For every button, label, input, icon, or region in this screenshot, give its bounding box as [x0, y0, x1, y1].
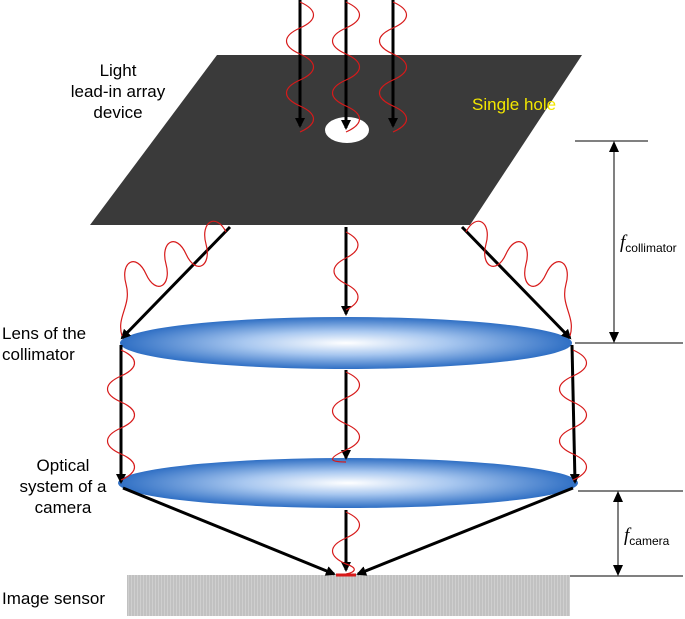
converging-waves	[331, 511, 361, 575]
wave-par-right	[558, 349, 588, 481]
lens-label-line1: Lens of the	[2, 324, 87, 343]
parallel-rays	[116, 344, 580, 484]
optical-label-line2: system of a	[19, 477, 107, 496]
converging-rays	[122, 486, 574, 576]
optical-label-line1: Optical	[36, 456, 90, 475]
wave-par-center	[331, 371, 361, 463]
f-collimator-dimension	[575, 140, 683, 344]
wave-in-left	[285, 1, 315, 133]
diverging-rays	[120, 225, 572, 340]
parallel-waves	[106, 349, 588, 481]
collimator-lens	[120, 317, 572, 369]
wave-div-right	[465, 220, 572, 337]
incoming-waves	[285, 1, 408, 133]
lens-collimator-label: Lens of the collimator	[2, 323, 86, 365]
f-camera-symbol: f	[624, 525, 630, 546]
converging-ray-right	[356, 486, 574, 576]
incoming-rays	[295, 0, 398, 130]
image-sensor-label: Image sensor	[2, 589, 105, 608]
diverging-ray-left	[120, 225, 232, 340]
device-label: Light lead-in array device	[38, 60, 198, 123]
wave-in-center	[331, 1, 361, 133]
diverging-waves	[120, 220, 572, 337]
optical-system-label: Optical system of a camera	[4, 455, 122, 518]
wave-div-left	[120, 220, 227, 337]
f-collimator-label: fcollimator	[620, 232, 677, 259]
camera-lens	[118, 458, 578, 508]
single-hole-label: Single hole	[472, 95, 557, 114]
image-sensor	[127, 575, 570, 616]
f-collimator-subscript: collimator	[625, 241, 677, 255]
f-camera-subscript: camera	[629, 534, 670, 548]
device-label-line3: device	[93, 103, 143, 122]
wave-conv-center	[331, 511, 361, 575]
wave-div-center	[333, 231, 359, 311]
f-collimator-symbol: f	[620, 232, 626, 253]
diverging-ray-right	[460, 225, 572, 340]
lens-label-line2: collimator	[2, 345, 75, 364]
converging-ray-left	[122, 486, 336, 576]
device-label-line1: Light	[99, 61, 137, 80]
device-label-line2: lead-in array	[70, 82, 166, 101]
f-camera-dimension	[570, 490, 683, 577]
parallel-ray-right	[569, 344, 580, 484]
wave-par-left	[106, 349, 136, 481]
f-camera-label: fcamera	[624, 525, 669, 552]
optical-label-line3: camera	[34, 498, 92, 517]
wave-in-right	[378, 1, 408, 133]
